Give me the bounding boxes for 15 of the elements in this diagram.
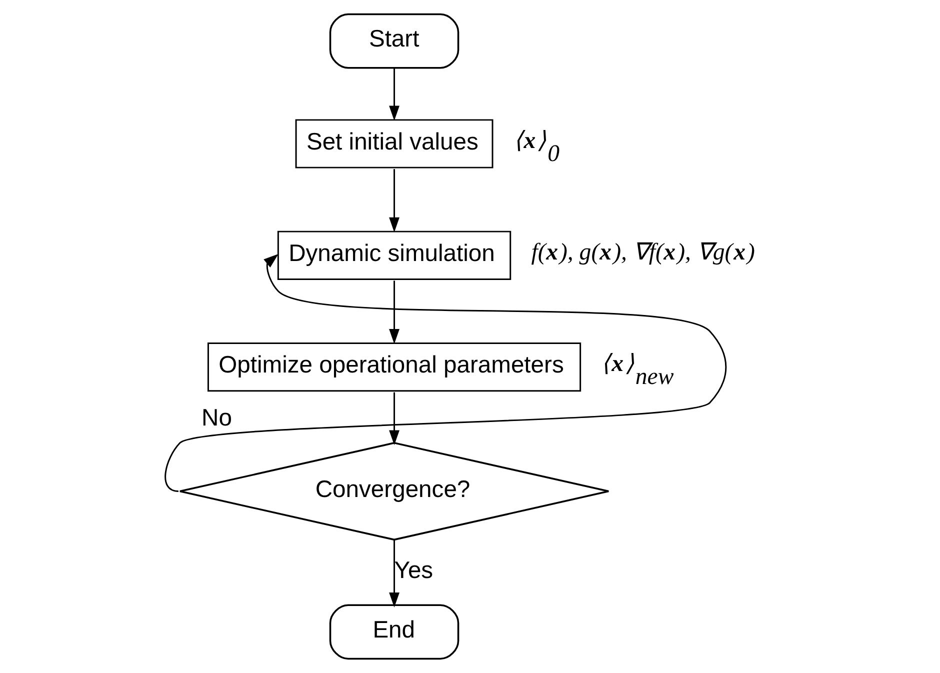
- arrow: [388, 280, 399, 344]
- node-label: f(x), g(x), ∇f(x), ∇g(x): [530, 240, 754, 266]
- node-diamond: Convergence?: [178, 442, 609, 541]
- arrow: [388, 540, 399, 608]
- node-box: Optimize operational parameters: [206, 342, 581, 392]
- arrow: [388, 392, 399, 446]
- arrow: [388, 68, 399, 121]
- arrow: [164, 254, 726, 492]
- node-box: Set initial values: [294, 119, 493, 168]
- node-box: End: [328, 604, 459, 660]
- edge-label: No: [201, 404, 232, 432]
- edge-label: Yes: [394, 557, 433, 584]
- node-box: Start: [328, 13, 459, 69]
- node-box: Dynamic simulation: [276, 230, 511, 280]
- arrow: [388, 169, 399, 232]
